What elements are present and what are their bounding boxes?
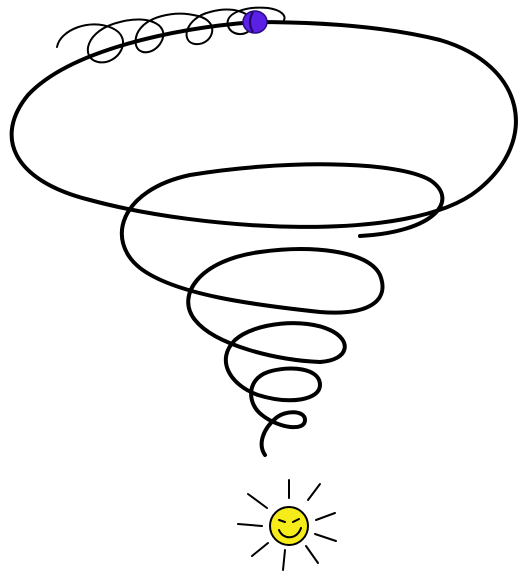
smiling-sun-icon <box>238 480 336 570</box>
spiral-ring-2 <box>122 164 443 362</box>
marble-icon <box>243 11 267 33</box>
spiral-ring-3 <box>226 323 345 455</box>
